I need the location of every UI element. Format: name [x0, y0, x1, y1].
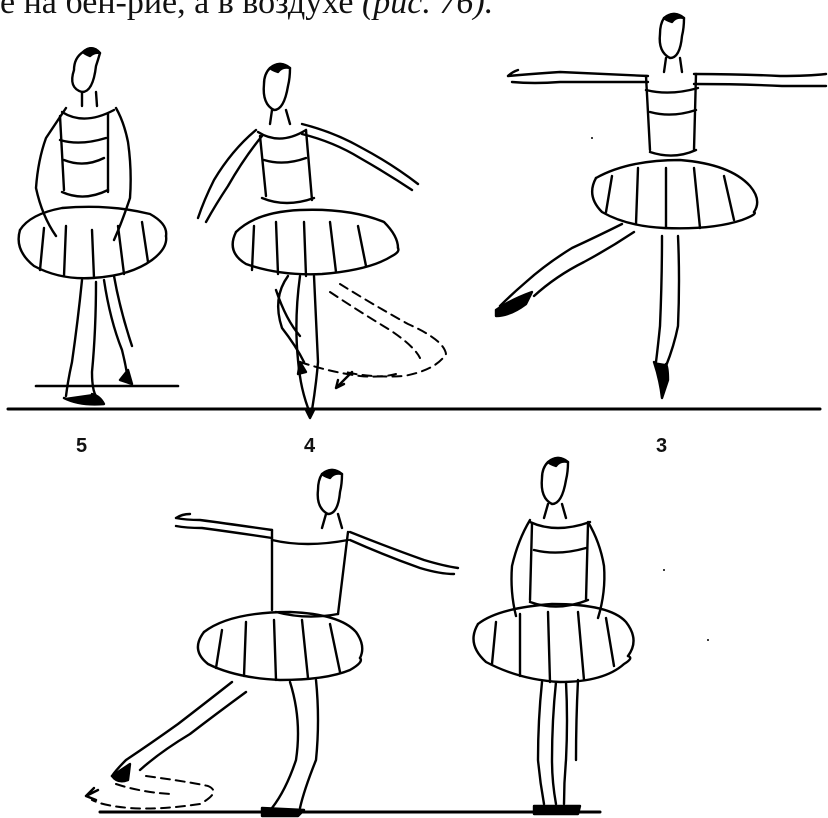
dancer-5 — [19, 48, 167, 404]
floor-lines — [8, 386, 820, 812]
dancer-3 — [496, 14, 826, 398]
dancer-4 — [198, 64, 446, 418]
figure-label-4: 4 — [304, 436, 315, 456]
dancer-bottom-right — [474, 458, 634, 814]
print-specks — [591, 137, 709, 641]
dancer-bottom-center — [86, 470, 458, 816]
figure-label-3: 3 — [656, 436, 667, 456]
figure-label-5: 5 — [76, 436, 87, 456]
